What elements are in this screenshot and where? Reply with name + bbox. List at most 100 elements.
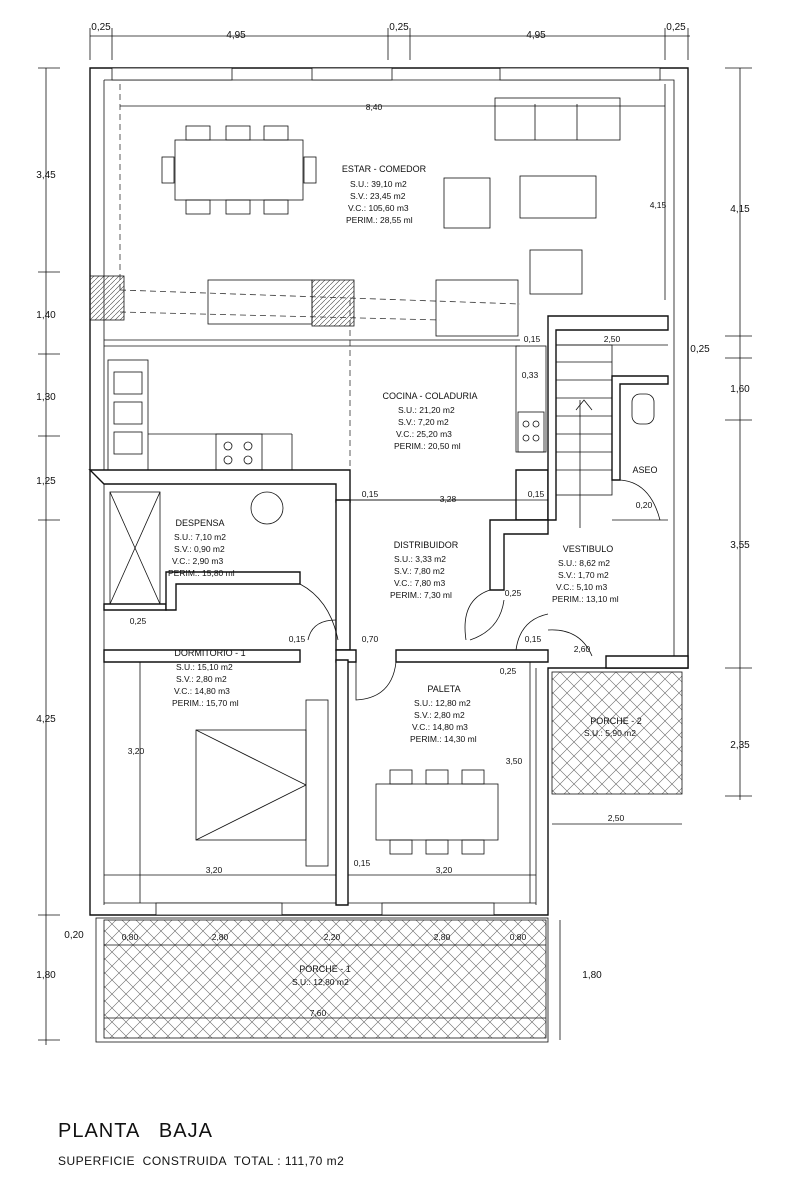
dim-015-a: 0,15 — [524, 334, 541, 344]
dim-p1-d: 2,80 — [434, 932, 451, 942]
dim-left-2: 1,40 — [36, 310, 56, 321]
dim-porche2-width: 2,50 — [608, 813, 625, 823]
svg-text:PERIM.: 14,30 ml: PERIM.: 14,30 ml — [410, 734, 477, 744]
svg-text:ESTAR - COMEDOR: ESTAR - COMEDOR — [342, 164, 427, 174]
dim-dorm-width: 3,20 — [206, 865, 223, 875]
svg-text:S.U.: 3,33 m2: S.U.: 3,33 m2 — [394, 554, 446, 564]
svg-text:PERIM.: 13,10 ml: PERIM.: 13,10 ml — [552, 594, 619, 604]
svg-text:DESPENSA: DESPENSA — [175, 518, 224, 528]
svg-text:V.C.: 14,80 m3: V.C.: 14,80 m3 — [412, 722, 468, 732]
doors — [299, 583, 505, 701]
staircase — [555, 344, 613, 528]
dim-paleta-height: 3,50 — [506, 756, 523, 766]
svg-text:PORCHE - 2: PORCHE - 2 — [590, 716, 642, 726]
dim-estar-height: 4,15 — [650, 200, 667, 210]
svg-text:S.U.: 8,62 m2: S.U.: 8,62 m2 — [558, 558, 610, 568]
svg-text:PALETA: PALETA — [427, 684, 460, 694]
dim-top-1: 0,25 — [91, 22, 111, 33]
svg-text:V.C.: 5,10 m3: V.C.: 5,10 m3 — [556, 582, 607, 592]
dim-top-5: 0,25 — [666, 22, 686, 33]
svg-text:ASEO: ASEO — [632, 465, 657, 475]
dim-right-5: 2,35 — [730, 740, 750, 751]
room-cocina-coladuria: COCINA - COLADURIA S.U.: 21,20 m2 S.V.: … — [382, 391, 477, 451]
dim-p1-b: 2,80 — [212, 932, 229, 942]
dimension-lines — [38, 28, 752, 1045]
kitchen — [107, 345, 547, 471]
svg-text:PERIM.: 28,55 ml: PERIM.: 28,55 ml — [346, 215, 413, 225]
svg-text:S.V.: 23,45 m2: S.V.: 23,45 m2 — [350, 191, 406, 201]
svg-text:DORMITORIO - 1: DORMITORIO - 1 — [174, 648, 245, 658]
dim-p1-c: 2,20 — [324, 932, 341, 942]
svg-text:S.U.: 15,10 m2: S.U.: 15,10 m2 — [176, 662, 233, 672]
dim-left-1: 3,45 — [36, 170, 56, 181]
dim-left-3: 1,30 — [36, 392, 56, 403]
dim-hall-015-left: 0,15 — [362, 489, 379, 499]
svg-text:PERIM.: 15,70 ml: PERIM.: 15,70 ml — [172, 698, 239, 708]
svg-text:DISTRIBUIDOR: DISTRIBUIDOR — [394, 540, 459, 550]
dim-hall-015-right: 0,15 — [528, 489, 545, 499]
dim-door-070: 0,70 — [362, 634, 379, 644]
room-estar-comedor: ESTAR - COMEDOR S.U.: 39,10 m2 S.V.: 23,… — [342, 164, 427, 225]
svg-text:PERIM.: 7,30 ml: PERIM.: 7,30 ml — [390, 590, 452, 600]
dimension-labels: 0,25 4,95 0,25 4,95 0,25 3,45 1,40 1,30 … — [36, 22, 750, 1018]
room-dormitorio-1: DORMITORIO - 1 S.U.: 15,10 m2 S.V.: 2,80… — [172, 648, 246, 708]
dim-vest-015: 0,15 — [525, 634, 542, 644]
structure-lines — [89, 84, 521, 500]
plan-title: PLANTA BAJA — [58, 1120, 213, 1142]
interior-dim-lines — [104, 84, 682, 1040]
room-porche-2: PORCHE - 2 S.U.: 5,90 m2 — [584, 716, 642, 738]
dim-left-7: 1,80 — [36, 970, 56, 981]
dim-despensa-025: 0,25 — [130, 616, 147, 626]
dim-033: 0,33 — [522, 370, 539, 380]
dim-estar-width: 8,40 — [366, 102, 383, 112]
svg-text:S.U.: 12,80 m2: S.U.: 12,80 m2 — [414, 698, 471, 708]
estar-furniture — [161, 97, 621, 295]
svg-text:V.C.: 14,80 m3: V.C.: 14,80 m3 — [174, 686, 230, 696]
svg-text:COCINA - COLADURIA: COCINA - COLADURIA — [382, 391, 477, 401]
dim-top-4: 4,95 — [526, 30, 546, 41]
svg-text:S.V.: 2,80 m2: S.V.: 2,80 m2 — [176, 674, 227, 684]
dim-dist-025: 0,25 — [505, 588, 522, 598]
room-porche-1: PORCHE - 1 S.U.: 12,80 m2 — [292, 964, 351, 987]
svg-text:PORCHE - 1: PORCHE - 1 — [299, 964, 351, 974]
dim-right-2: 0,25 — [690, 344, 710, 355]
bed — [195, 699, 329, 867]
dim-aseo-020: 0,20 — [636, 500, 653, 510]
room-distribuidor: DISTRIBUIDOR S.U.: 3,33 m2 S.V.: 7,80 m2… — [390, 540, 459, 600]
plan-subtitle: SUPERFICIE CONSTRUIDA TOTAL : 111,70 m2 — [58, 1154, 345, 1168]
svg-text:PERIM.: 15,80 ml: PERIM.: 15,80 ml — [168, 568, 235, 578]
svg-text:S.V.: 0,90 m2: S.V.: 0,90 m2 — [174, 544, 225, 554]
svg-text:V.C.: 25,20 m3: V.C.: 25,20 m3 — [396, 429, 452, 439]
svg-text:S.V.: 7,80 m2: S.V.: 7,80 m2 — [394, 566, 445, 576]
svg-text:S.U.: 5,90 m2: S.U.: 5,90 m2 — [584, 728, 636, 738]
room-aseo: ASEO — [632, 465, 657, 475]
room-labels: ESTAR - COMEDOR S.U.: 39,10 m2 S.V.: 23,… — [168, 164, 658, 987]
dim-left-6: 0,20 — [64, 930, 84, 941]
svg-text:S.U.: 21,20 m2: S.U.: 21,20 m2 — [398, 405, 455, 415]
svg-text:V.C.: 7,80 m3: V.C.: 7,80 m3 — [394, 578, 445, 588]
svg-text:V.C.: 2,90 m3: V.C.: 2,90 m3 — [172, 556, 223, 566]
dim-door-015: 0,15 — [289, 634, 306, 644]
dim-right-3: 1,60 — [730, 384, 750, 395]
dim-paleta-025: 0,25 — [500, 666, 517, 676]
dim-top-2: 4,95 — [226, 30, 246, 41]
dim-hall-width: 3,28 — [440, 494, 457, 504]
paleta-table — [375, 769, 499, 855]
dim-p1-e: 0,80 — [510, 932, 527, 942]
dim-paleta-015: 0,15 — [354, 858, 371, 868]
room-paleta: PALETA S.U.: 12,80 m2 S.V.: 2,80 m2 V.C.… — [410, 684, 477, 744]
svg-text:S.V.: 1,70 m2: S.V.: 1,70 m2 — [558, 570, 609, 580]
dim-porche1-width: 7,60 — [310, 1008, 327, 1018]
svg-text:VESTIBULO: VESTIBULO — [563, 544, 614, 554]
svg-text:S.U.: 39,10 m2: S.U.: 39,10 m2 — [350, 179, 407, 189]
svg-text:S.U.: 12,80 m2: S.U.: 12,80 m2 — [292, 977, 349, 987]
dim-vest-260: 2,60 — [574, 644, 591, 654]
dim-right-1: 4,15 — [730, 204, 750, 215]
dim-p1-a: 0,80 — [122, 932, 139, 942]
dim-porche1-height: 1,80 — [582, 970, 602, 981]
svg-text:PERIM.: 20,50 ml: PERIM.: 20,50 ml — [394, 441, 461, 451]
interior-walls — [88, 315, 689, 906]
room-despensa: DESPENSA S.U.: 7,10 m2 S.V.: 0,90 m2 V.C… — [168, 518, 235, 578]
dim-paleta-width: 3,20 — [436, 865, 453, 875]
